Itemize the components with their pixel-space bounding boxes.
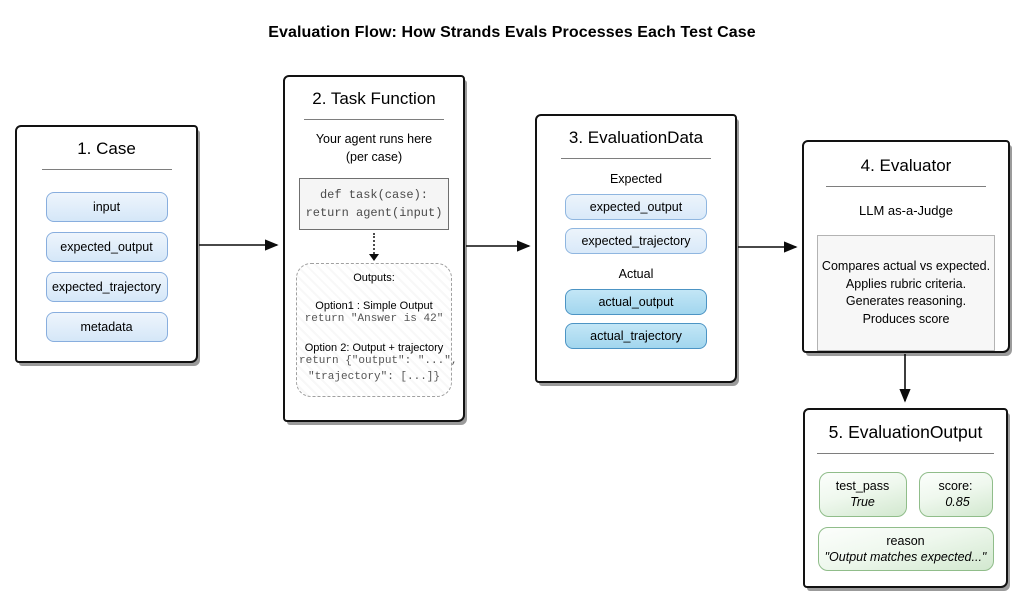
- outputs-option2-label: Option 2: Output + trajectory: [304, 341, 444, 354]
- task-internal-arrow: [285, 233, 463, 261]
- node-task-function-divider: [304, 119, 444, 120]
- task-code-line2: return agent(input): [305, 206, 443, 220]
- evaluator-description-line: Generates reasoning.: [845, 294, 967, 309]
- node-evaluation-data: 3. EvaluationData Expected expected_outp…: [535, 114, 737, 383]
- task-code-line1: def task(case):: [319, 188, 429, 202]
- score-chip: score: 0.85: [918, 472, 993, 517]
- outputs-option1-label: Option1 : Simple Output: [315, 300, 433, 312]
- field-chip-input: input: [45, 192, 168, 222]
- outputs-option1-code: return "Answer is 42": [304, 313, 444, 325]
- task-subtitle-line1: Your agent runs here: [315, 132, 433, 146]
- field-chip-expected-output: expected_output: [45, 232, 168, 262]
- task-outputs-box: Outputs: Option1 : Simple Output return …: [296, 263, 458, 397]
- field-chip-metadata: metadata: [45, 312, 168, 342]
- task-subtitle-line2: (per case): [345, 149, 403, 164]
- expected-section-label: Expected: [609, 172, 663, 186]
- field-chip-actual-output: actual_output: [565, 289, 707, 315]
- node-evaluation-data-title: 3. EvaluationData: [568, 128, 704, 147]
- evaluator-description-box: Compares actual vs expected. Applies rub…: [817, 235, 995, 352]
- node-evaluation-output: 5. EvaluationOutput test_pass True score…: [803, 408, 1008, 588]
- node-case: 1. Case input expected_output expected_t…: [15, 125, 198, 363]
- node-case-title: 1. Case: [77, 139, 136, 158]
- field-chip-actual-trajectory: actual_trajectory: [565, 323, 707, 349]
- score-label: score:: [938, 479, 973, 493]
- outputs-heading: Outputs:: [353, 272, 395, 284]
- evaluator-subtitle: LLM as-a-Judge: [859, 203, 953, 218]
- outputs-option2-code-line1: return {"output": "...",: [299, 354, 458, 367]
- arrowhead-down-icon: [369, 254, 379, 261]
- evaluator-description-line: Compares actual vs expected.: [821, 259, 991, 274]
- actual-section-label: Actual: [618, 267, 654, 281]
- node-evaluator-divider: [826, 186, 986, 187]
- score-value: 0.85: [945, 495, 970, 510]
- node-evaluator-title: 4. Evaluator: [860, 156, 952, 175]
- field-chip-expected-output: expected_output: [565, 194, 707, 220]
- node-task-function-title: 2. Task Function: [312, 89, 436, 108]
- reason-label: reason: [886, 533, 925, 548]
- field-chip-expected-trajectory: expected_trajectory: [565, 228, 707, 254]
- node-task-function: 2. Task Function Your agent runs here (p…: [283, 75, 465, 422]
- node-evaluation-output-divider: [817, 453, 994, 454]
- node-case-divider: [41, 169, 172, 170]
- test-pass-value: True: [850, 495, 875, 510]
- task-code-box: def task(case): return agent(input): [299, 178, 449, 230]
- diagram-title: Evaluation Flow: How Strands Evals Proce…: [268, 24, 756, 41]
- evaluator-description-line: Applies rubric criteria.: [845, 276, 967, 291]
- dotted-line: [373, 233, 375, 254]
- field-chip-expected-trajectory: expected_trajectory: [45, 272, 168, 302]
- node-evaluator: 4. Evaluator LLM as-a-Judge Compares act…: [802, 140, 1010, 353]
- reason-chip: reason "Output matches expected...": [817, 526, 994, 571]
- evaluator-description-line: Produces score: [862, 311, 950, 326]
- node-evaluation-output-title: 5. EvaluationOutput: [828, 422, 983, 442]
- outputs-option2-code-line2: "trajectory": [...]}: [307, 370, 441, 383]
- reason-value: "Output matches expected...": [824, 549, 987, 564]
- node-evaluation-data-divider: [561, 158, 711, 159]
- test-pass-label: test_pass: [835, 479, 890, 493]
- test-pass-chip: test_pass True: [818, 472, 907, 517]
